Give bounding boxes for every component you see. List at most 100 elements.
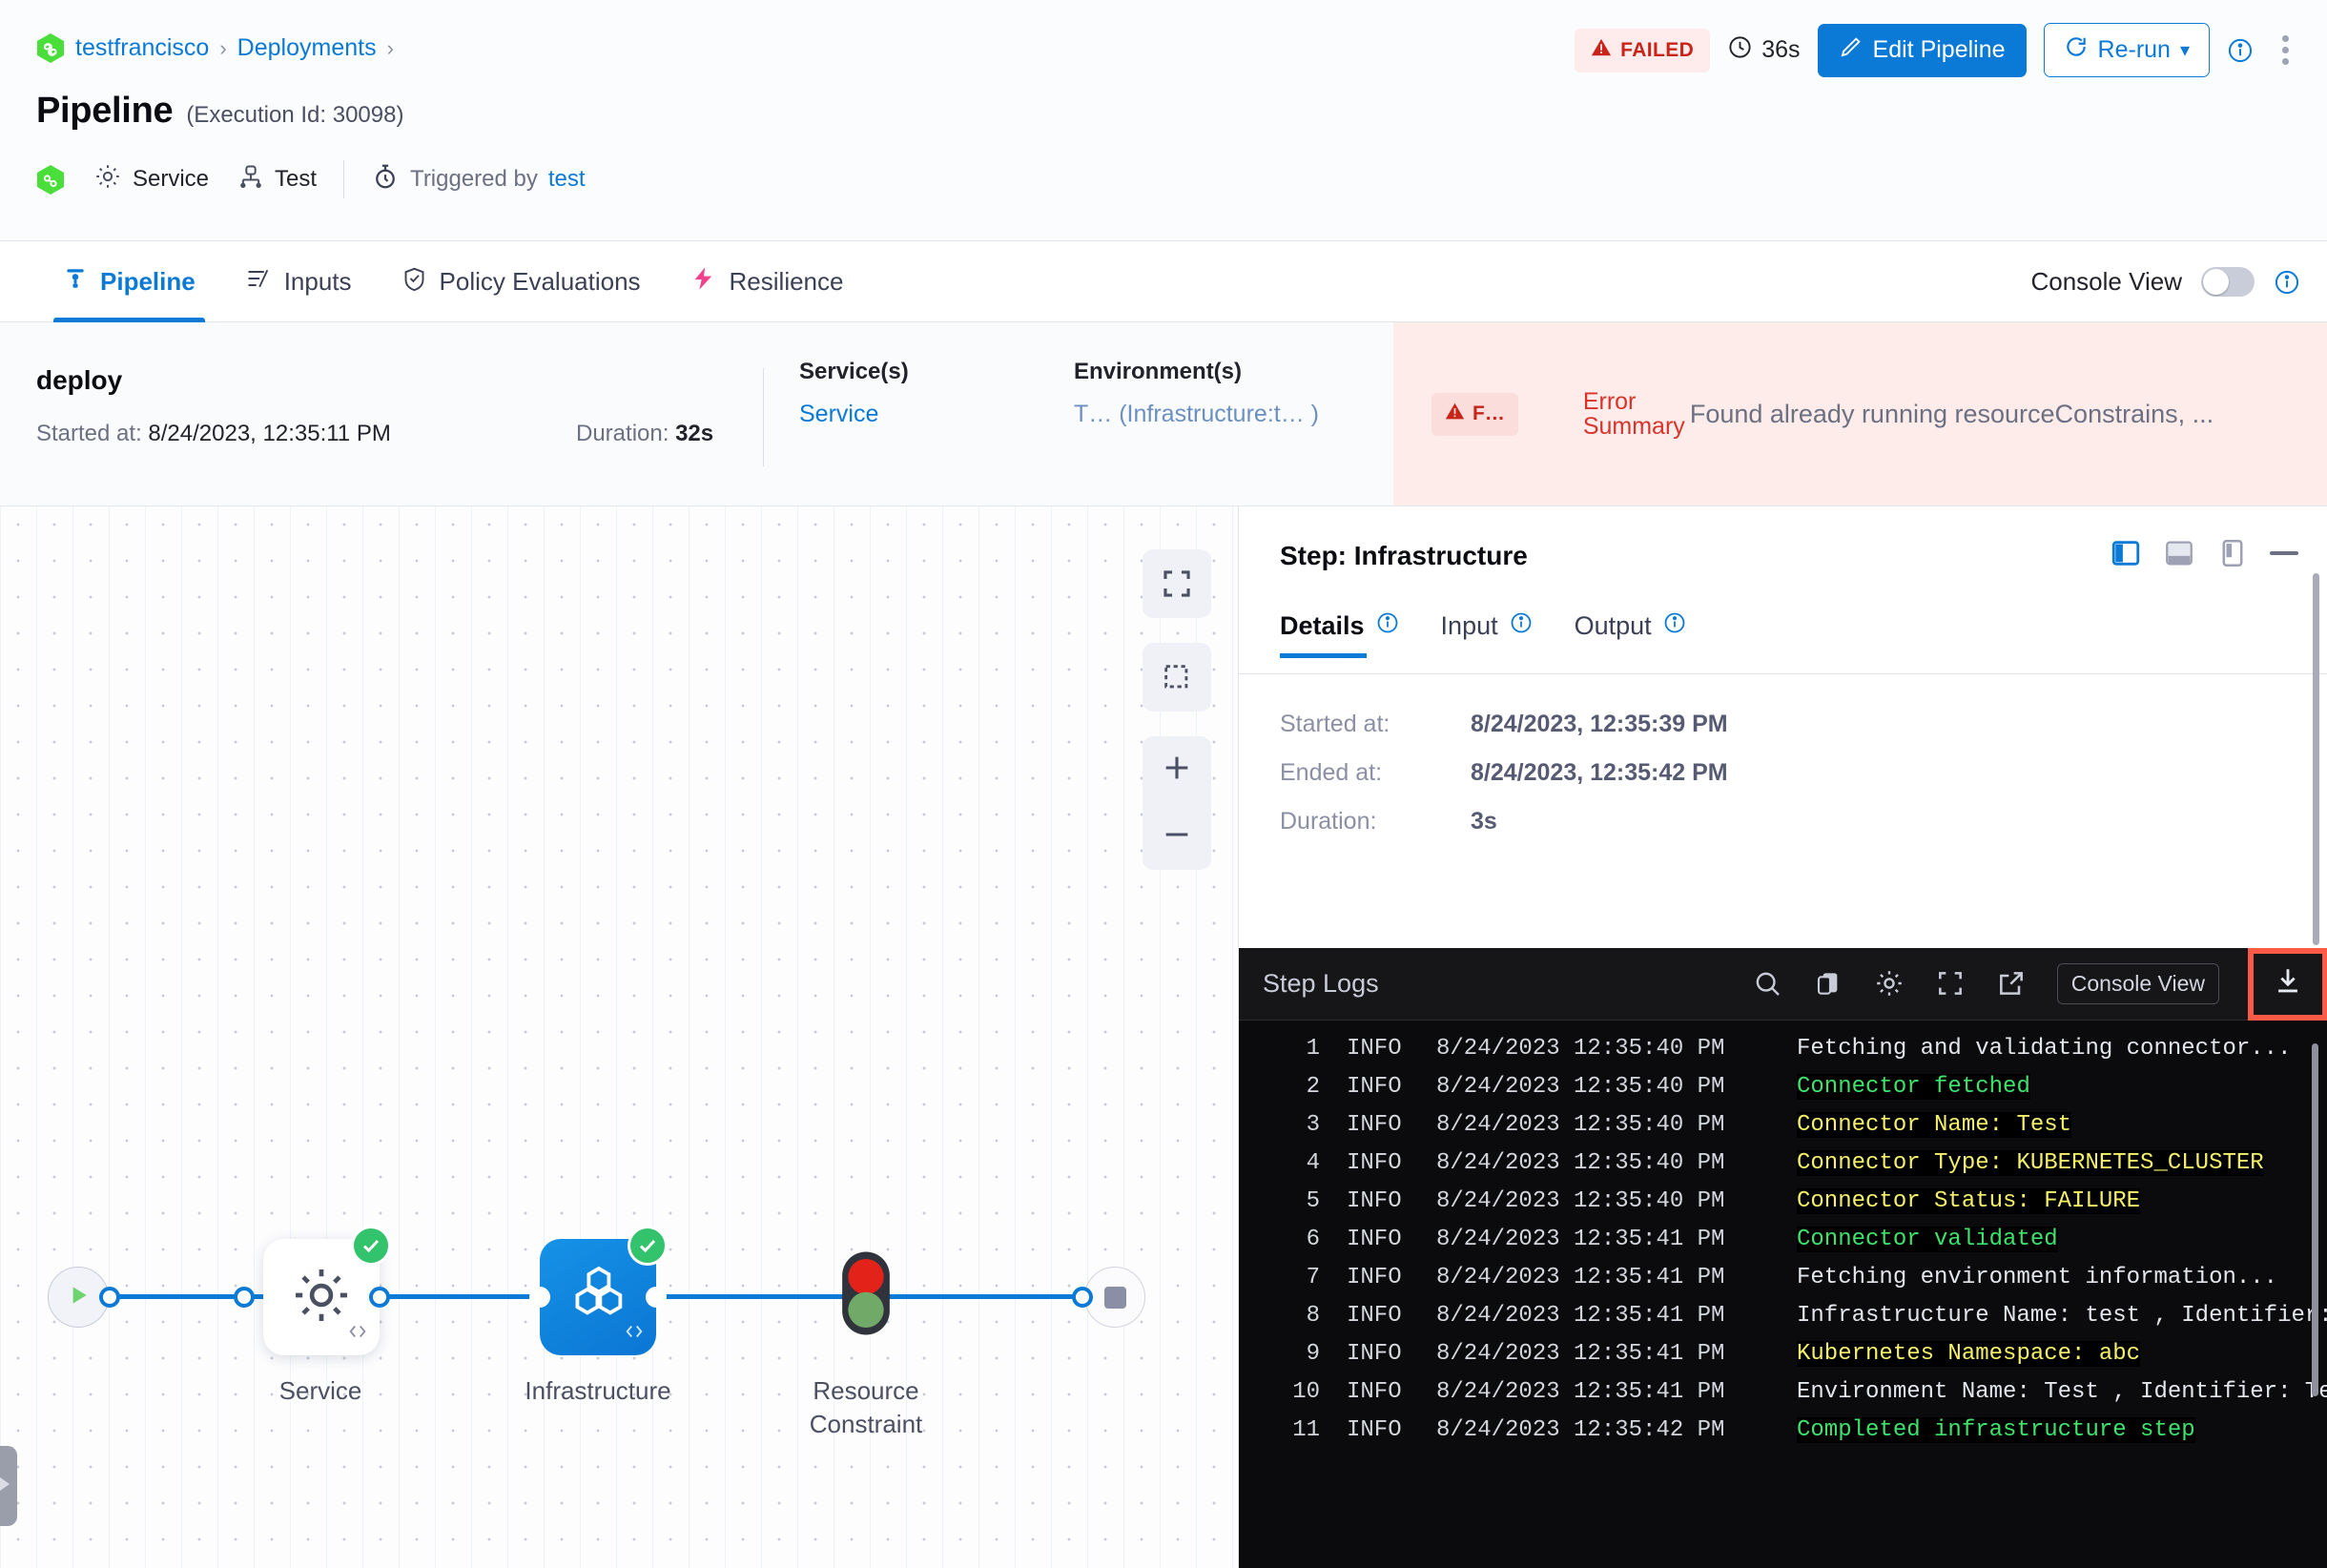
meta-divider [343,160,345,198]
pipeline-node-infrastructure[interactable] [540,1226,668,1355]
pipeline-node-service[interactable] [263,1226,391,1355]
breadcrumb-item-account[interactable]: testfrancisco [75,34,210,61]
pipeline-start-node[interactable] [48,1267,109,1328]
detail-value-duration: 3s [1471,808,1497,835]
zoom-out-icon[interactable] [1161,818,1193,856]
step-tab-output[interactable]: Output [1575,611,1686,658]
warning-triangle-icon [1591,37,1612,64]
panel-right-icon[interactable] [2110,537,2142,569]
log-line-level: INFO [1347,1417,1402,1443]
error-status-badge: F… [1431,392,1518,436]
step-tab-details[interactable]: Details [1280,611,1399,658]
log-line-timestamp: 8/24/2023 12:35:40 PM [1436,1150,1725,1176]
console-view-toggle[interactable] [2201,267,2255,297]
code-brackets-icon [347,1321,368,1348]
pipeline-end-node[interactable] [1084,1267,1145,1328]
log-line-level: INFO [1347,1188,1402,1214]
log-line-number: 2 [1306,1074,1320,1100]
detail-row-ended: Ended at: 8/24/2023, 12:35:42 PM [1280,759,1728,787]
stop-square-icon [1103,1286,1126,1309]
title-row: Pipeline (Execution Id: 30098) [36,91,403,132]
log-lines-container[interactable]: 1 INFO 8/24/2023 12:35:40 PM Fetching an… [1239,1021,2327,1568]
console-view-info-icon[interactable] [2274,269,2300,296]
step-title: Step: Infrastructure [1280,541,1528,570]
error-summary-text: Found already running resourceConstrains… [1689,399,2214,428]
copy-icon[interactable] [1813,968,1845,1001]
code-brackets-icon [624,1321,645,1348]
meta-service: Service [93,162,209,197]
zoom-in-icon[interactable] [1161,752,1193,789]
breadcrumb-separator: › [219,35,227,60]
step-logs-section: Step Logs Console View [1239,947,2327,1568]
pipeline-icon [63,266,88,298]
duration-value: 36s [1761,36,1801,63]
gear-icon[interactable] [1874,968,1906,1001]
info-circle-icon[interactable] [1376,611,1399,641]
detail-row-started: Started at: 8/24/2023, 12:35:39 PM [1280,711,1728,738]
step-panel-scrollbar[interactable] [2313,573,2319,945]
log-line-number: 6 [1306,1227,1320,1252]
panel-float-icon[interactable] [2216,537,2249,569]
breadcrumb-item-deployments[interactable]: Deployments [237,34,377,61]
info-circle-icon[interactable] [1663,611,1686,641]
pipeline-node-resource-constraint[interactable] [837,1249,895,1342]
search-icon[interactable] [1752,968,1784,1001]
step-tab-input[interactable]: Input [1441,611,1533,658]
select-area-icon[interactable] [1143,643,1211,712]
port-start-out [99,1287,120,1308]
page-header: testfrancisco › Deployments › Pipeline (… [0,0,2327,241]
tab-resilience[interactable]: Resilience [666,241,869,322]
environments-value[interactable]: T… (Infrastructure:t… ) [1074,401,1319,427]
gear-icon [93,162,122,197]
info-circle-icon[interactable] [1510,611,1533,641]
warning-triangle-icon [1445,402,1465,427]
play-icon [66,1283,91,1312]
edit-pipeline-label: Edit Pipeline [1872,36,2006,63]
tab-pipeline-label: Pipeline [100,267,196,296]
status-badge-label: FAILED [1620,38,1695,61]
log-line: 10 INFO 8/24/2023 12:35:41 PM Environmen… [1239,1379,2327,1417]
infrastructure-icon [237,163,264,196]
open-external-icon[interactable] [1996,968,2028,1001]
log-line-timestamp: 8/24/2023 12:35:41 PM [1436,1303,1725,1329]
tab-inputs[interactable]: Inputs [220,241,377,322]
kebab-menu-icon[interactable] [2271,28,2300,72]
rerun-button[interactable]: Re-run ▾ [2043,23,2210,77]
info-circle-icon[interactable] [2227,37,2254,64]
meta-test: Test [237,163,317,196]
port-service-in [234,1287,255,1308]
left-drawer-handle[interactable] [0,1446,17,1526]
logs-console-view-button[interactable]: Console View [2056,963,2219,1004]
log-line-timestamp: 8/24/2023 12:35:40 PM [1436,1188,1725,1214]
fit-to-screen-icon[interactable] [1143,549,1211,618]
breadcrumb-separator-2: › [386,35,394,60]
panel-bottom-icon[interactable] [2163,537,2195,569]
log-line-timestamp: 8/24/2023 12:35:40 PM [1436,1074,1725,1100]
edit-pipeline-button[interactable]: Edit Pipeline [1817,23,2027,77]
meta-triggered-user[interactable]: test [547,166,586,192]
tab-policy-evaluations[interactable]: Policy Evaluations [377,241,666,322]
page-title: Pipeline [36,91,174,131]
duration-chip: 36s [1727,34,1801,67]
logs-scrollbar[interactable] [2312,1043,2318,1396]
log-line-level: INFO [1347,1265,1402,1290]
tab-pipeline[interactable]: Pipeline [38,241,220,322]
meta-service-label: Service [133,166,210,192]
pipeline-node-resource-constraint-label: Resource Constraint [809,1376,923,1439]
error-summary-label-line2: Summary [1582,413,1685,440]
download-logs-button[interactable] [2248,947,2327,1021]
pipeline-canvas[interactable]: Service Infrastructure Resource Constrai [0,506,1238,1568]
error-summary-panel: F… Error Summary Found already running r… [1393,322,2327,505]
log-line: 5 INFO 8/24/2023 12:35:40 PM Connector S… [1239,1188,2327,1227]
detail-key-started: Started at: [1280,711,1390,737]
log-line-level: INFO [1347,1379,1402,1405]
minimize-icon[interactable] [2270,551,2298,555]
log-line: 11 INFO 8/24/2023 12:35:42 PM Completed … [1239,1417,2327,1455]
services-value[interactable]: Service [799,401,879,427]
services-column: Service(s) Service [799,359,909,428]
expand-icon[interactable] [1935,968,1967,1001]
log-line-number: 11 [1292,1417,1320,1443]
main-tab-bar: Pipeline Inputs Policy Evaluations Resil… [0,241,2327,322]
log-line-number: 3 [1306,1112,1320,1138]
log-line-timestamp: 8/24/2023 12:35:41 PM [1436,1265,1725,1290]
